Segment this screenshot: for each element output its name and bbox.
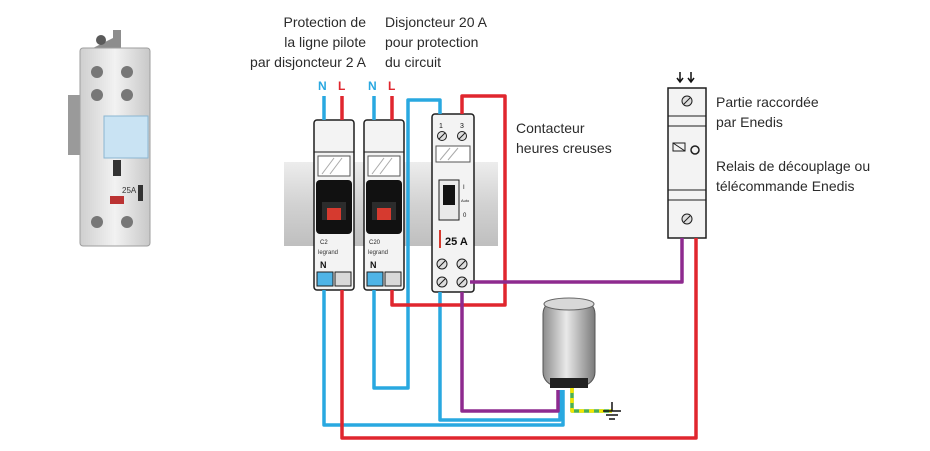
wire-earth-stripe bbox=[570, 388, 612, 413]
label-enedis-relay: Relais de découplage ou télécommande Ene… bbox=[716, 156, 870, 196]
photo-rating-text: 25A bbox=[122, 186, 137, 195]
label-enedis-part: Partie raccordée par Enedis bbox=[716, 92, 819, 132]
marker-l-20a: L bbox=[388, 79, 395, 93]
breaker-20a-n-marking: N bbox=[370, 260, 377, 270]
label-enedis-part-line-2: par Enedis bbox=[716, 114, 783, 130]
label-pilot-protection-line-3: par disjoncteur 2 A bbox=[250, 54, 366, 70]
contactor-product-photo: 25A bbox=[68, 30, 151, 247]
wire-earth bbox=[570, 388, 612, 413]
label-breaker-20a-line-2: pour protection bbox=[385, 34, 479, 50]
label-breaker-20a: Disjoncteur 20 A pour protection du circ… bbox=[385, 12, 487, 72]
breaker-2a-brand: legrand bbox=[318, 250, 338, 256]
label-contactor-line-2: heures creuses bbox=[516, 140, 612, 156]
breaker-20a: C20 legrand N bbox=[363, 119, 405, 291]
label-contactor: Contacteur heures creuses bbox=[516, 118, 612, 158]
wire-neutral-heater bbox=[322, 290, 565, 427]
label-breaker-20a-line-1: Disjoncteur 20 A bbox=[385, 14, 487, 30]
breaker-2a-n-marking: N bbox=[320, 260, 327, 270]
wire-neutral-contactor bbox=[372, 98, 442, 390]
label-enedis-relay-line-2: télécommande Enedis bbox=[716, 178, 855, 194]
contactor-rating: 25 A bbox=[445, 236, 468, 248]
contactor-device: 1 3 I Auto 0 25 A bbox=[431, 113, 475, 293]
label-pilot-protection-line-1: Protection de bbox=[283, 14, 367, 30]
wire-live-enedis bbox=[340, 238, 698, 440]
earth-symbol-icon bbox=[603, 402, 621, 420]
breaker-2a: C2 legrand N bbox=[313, 119, 355, 291]
label-contactor-line-1: Contacteur bbox=[516, 120, 585, 136]
contactor-switch-auto: Auto bbox=[461, 198, 470, 203]
marker-l-2a: L bbox=[338, 79, 345, 93]
label-enedis-relay-line-1: Relais de découplage ou bbox=[716, 158, 871, 174]
breaker-2a-rating: C2 bbox=[320, 240, 328, 246]
label-pilot-protection: Protection de la ligne pilote par disjon… bbox=[250, 12, 366, 72]
marker-n-2a: N bbox=[318, 79, 327, 93]
contactor-terminal-1: 1 bbox=[439, 123, 443, 130]
wire-pilot-heater bbox=[460, 292, 560, 413]
breaker-20a-brand: legrand bbox=[368, 250, 388, 256]
enedis-relay-module bbox=[667, 72, 707, 239]
contactor-switch-off: 0 bbox=[463, 213, 467, 219]
marker-n-20a: N bbox=[368, 79, 377, 93]
wire-contactor-out-neutral bbox=[438, 292, 562, 422]
wiring bbox=[322, 94, 698, 440]
label-pilot-protection-line-2: la ligne pilote bbox=[284, 34, 366, 50]
water-heater bbox=[542, 297, 596, 388]
label-enedis-part-line-1: Partie raccordée bbox=[716, 94, 819, 110]
wire-live-contactor bbox=[390, 94, 507, 307]
wire-pilot-enedis bbox=[470, 238, 684, 284]
label-breaker-20a-line-3: du circuit bbox=[385, 54, 442, 70]
contactor-switch-on: I bbox=[463, 185, 465, 191]
contactor-terminal-3: 3 bbox=[460, 123, 464, 130]
breaker-20a-rating: C20 bbox=[369, 240, 381, 246]
